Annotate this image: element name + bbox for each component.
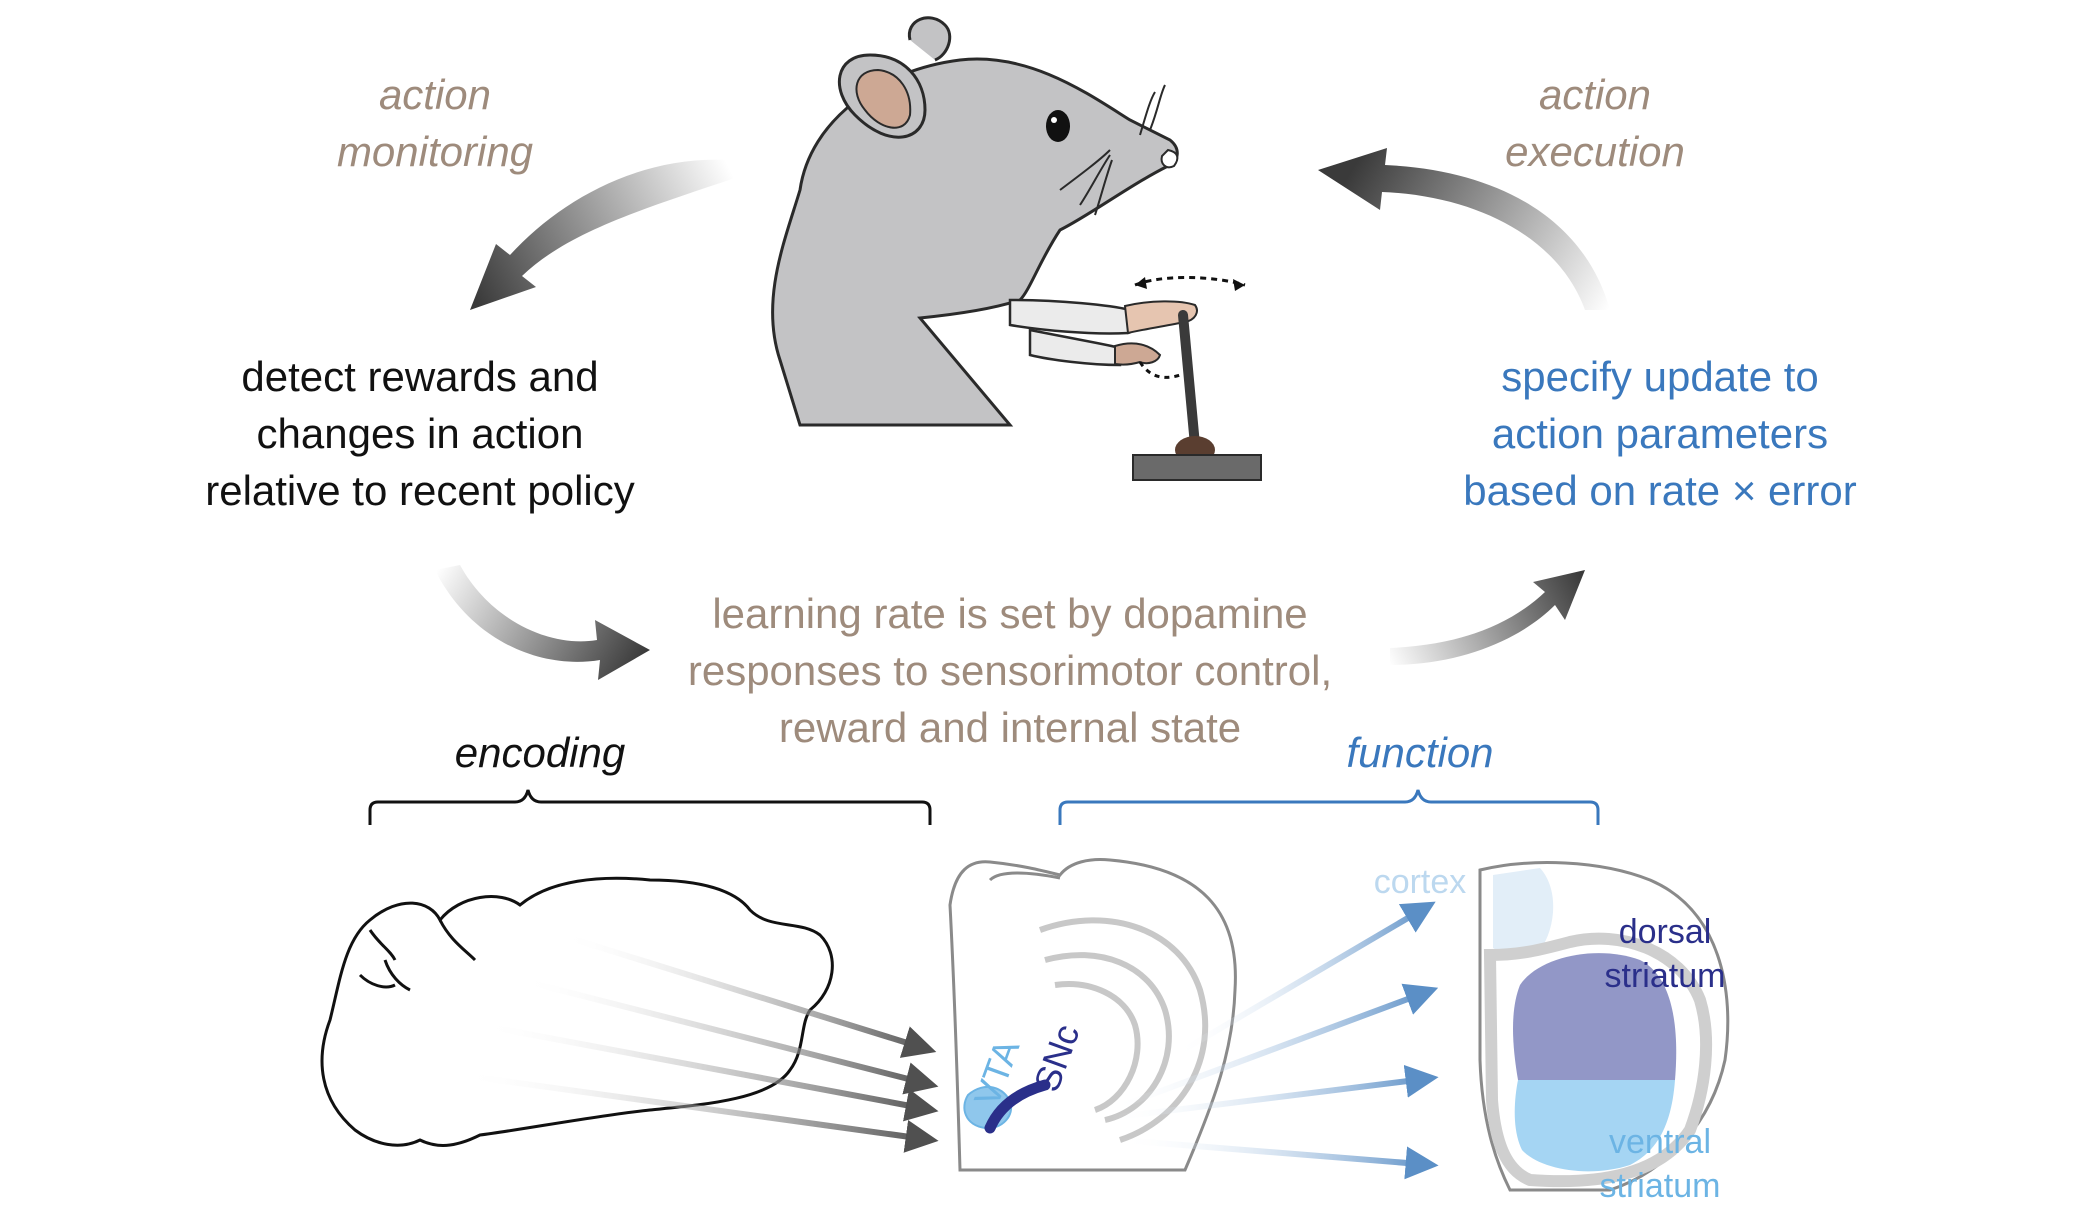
coronal-striatum-icon: [1478, 861, 1730, 1192]
function-label: function: [1346, 729, 1494, 776]
action-monitoring-label: action monitoring: [310, 66, 560, 180]
ventral-line-1: ventral: [1608, 1123, 1712, 1161]
specify-line-3: based on rate × error: [1463, 467, 1857, 514]
detect-line-1: detect rewards and: [241, 353, 599, 400]
ventral-striatum-label: ventral striatum: [1575, 1120, 1745, 1208]
arrow-learning-to-specify: [1390, 570, 1585, 665]
snc-region: [984, 1079, 1051, 1134]
action-monitoring-line-2: monitoring: [336, 128, 534, 175]
learning-rate-text: learning rate is set by dopamine respons…: [620, 585, 1400, 756]
cortex-label: cortex: [1373, 863, 1467, 901]
arrow-detect-to-learning: [435, 565, 650, 680]
encoding-label: encoding: [454, 729, 626, 776]
encoding-arrows: [459, 932, 939, 1153]
dorsal-line-2: striatum: [1604, 957, 1726, 995]
detect-line-2: changes in action: [256, 410, 584, 457]
specify-line-2: action parameters: [1491, 410, 1829, 457]
sagittal-brain-icon: [320, 876, 834, 1147]
specify-line-1: specify update to: [1501, 353, 1819, 400]
learning-rate-line-2: responses to sensorimotor control,: [687, 647, 1333, 694]
joystick-icon: [1132, 276, 1262, 481]
detect-line-3: relative to recent policy: [205, 467, 635, 514]
ventral-line-2: striatum: [1599, 1167, 1721, 1205]
action-monitoring-line-1: action: [378, 71, 492, 118]
specify-update-text: specify update to action parameters base…: [1380, 348, 1940, 519]
dorsal-striatum-region: [1513, 953, 1677, 1080]
function-arrows: [1108, 901, 1439, 1180]
arrow-specify-to-execution: [1318, 148, 1610, 310]
detect-rewards-text: detect rewards and changes in action rel…: [140, 348, 700, 519]
function-brace: [1058, 789, 1600, 825]
action-execution-label: action execution: [1470, 66, 1720, 180]
dorsal-line-1: dorsal: [1618, 913, 1712, 951]
coronal-midbrain-icon: [948, 858, 1237, 1172]
learning-rate-line-1: learning rate is set by dopamine: [712, 590, 1308, 637]
dorsal-striatum-label: dorsal striatum: [1580, 910, 1750, 998]
ventral-striatum-region: [1514, 1080, 1675, 1172]
learning-rate-line-3: reward and internal state: [778, 704, 1242, 751]
action-execution-line-2: execution: [1505, 128, 1685, 175]
mouse-icon: [771, 16, 1198, 427]
action-execution-line-1: action: [1538, 71, 1652, 118]
encoding-brace: [368, 789, 932, 825]
cortex-region: [1493, 868, 1554, 954]
arrow-monitoring-to-detect: [470, 159, 735, 310]
